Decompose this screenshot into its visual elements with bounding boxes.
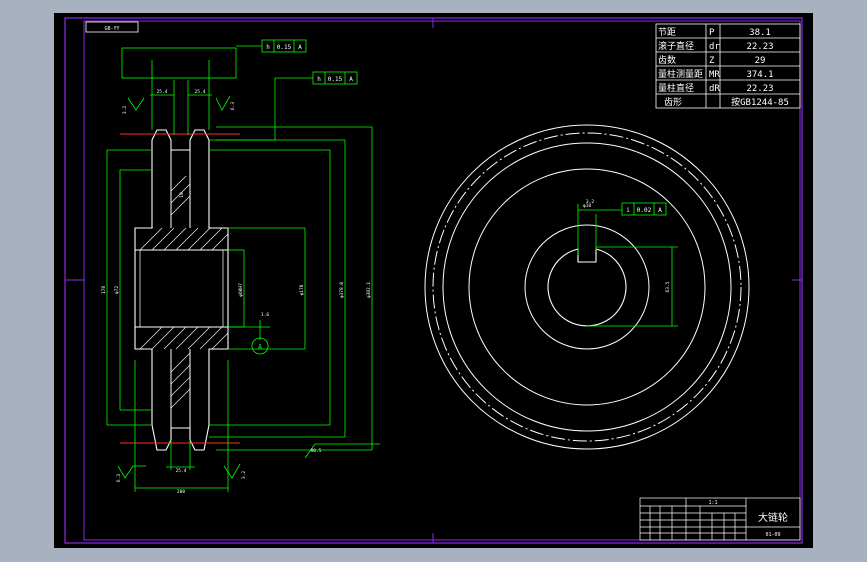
datum-circle <box>251 337 269 355</box>
tol-datum: A <box>658 207 662 214</box>
tol-symbol: i <box>626 207 630 214</box>
param-val: 374.1 <box>746 70 773 80</box>
rim-circle <box>468 168 706 406</box>
param-name: 量柱直径 <box>658 82 694 94</box>
datum-label: A <box>258 343 263 351</box>
scale-code: 1:1 <box>708 500 717 506</box>
dim-bottom-gap: 25.4 <box>176 468 187 474</box>
param-val: 29 <box>755 56 766 66</box>
roughness: 6.3 <box>230 102 236 110</box>
outer-circle <box>424 124 750 450</box>
drawing-title: 大链轮 <box>758 511 788 524</box>
dim-pitch: φ378.0 <box>339 282 345 299</box>
dim-top-left: 25.4 <box>157 89 168 95</box>
param-name: 节距 <box>658 27 676 38</box>
dim-170: φ170 <box>299 284 305 295</box>
cad-drawing: GB-YY 节距 P 38.1 滚子直径 dr 22.23 齿数 Z 29 量柱… <box>64 17 803 544</box>
param-name: 滚子直径 <box>658 40 694 52</box>
param-sym: Z <box>709 56 715 66</box>
dim-bottom-width: 200 <box>177 489 185 495</box>
dim-top-right: 25.4 <box>195 89 206 95</box>
dim-keyway-depth: 63.5 <box>665 281 671 292</box>
param-val: 22.23 <box>746 84 773 94</box>
dim-bore: φ60H7 <box>238 283 244 297</box>
dim-hub-inner: φ72 <box>114 286 120 294</box>
sheet-code: 01-09 <box>765 532 780 538</box>
tol-frame-2: h 0.15 A <box>312 71 358 85</box>
roughness: 3.2 <box>241 471 247 479</box>
root-circle <box>442 142 732 432</box>
section-dim-text: 25.4 25.4 25.4 200 178 φ72 φ60H7 φ170 φ3… <box>101 89 372 495</box>
tol-datum: A <box>298 44 302 51</box>
section-view <box>120 129 240 451</box>
param-sym: dr <box>709 42 720 52</box>
pitch-circle <box>432 132 742 442</box>
param-val: 22.23 <box>746 42 773 52</box>
section-outline <box>134 129 229 451</box>
param-sym: MR <box>709 70 720 80</box>
param-sym: dR <box>709 84 720 94</box>
param-val: 38.1 <box>749 28 771 38</box>
tol-datum: A <box>349 76 353 83</box>
tol-symbol: h <box>317 76 321 83</box>
roughness: 3.2 <box>122 106 128 114</box>
front-dim-text: φ18 63.5 3.2 <box>583 199 671 292</box>
front-view <box>424 124 750 450</box>
param-sym: P <box>709 28 715 38</box>
section-dims <box>106 45 380 492</box>
tol-value: 0.02 <box>637 207 652 214</box>
param-val: 按GB1244-85 <box>731 96 789 108</box>
roughness: 3.2 <box>586 199 594 205</box>
param-table-text: 节距 P 38.1 滚子直径 dr 22.23 齿数 Z 29 量柱测量距 MR… <box>658 27 789 108</box>
sheet-frame-inner <box>83 20 801 541</box>
dim-small: 18 <box>179 192 185 198</box>
title-block <box>639 497 801 541</box>
hatch-lower <box>139 326 229 409</box>
dim-outer: φ382.1 <box>366 282 372 299</box>
roughness: 6.3 <box>116 474 122 482</box>
bore-with-keyway <box>547 248 627 327</box>
tol-symbol: h <box>266 44 270 51</box>
leader-note: R0.5 <box>311 448 322 454</box>
tol-value: 0.15 <box>328 76 343 83</box>
tol-frame-1: h 0.15 A <box>261 39 307 53</box>
param-name: 量柱测量距 <box>658 68 703 80</box>
dim-hub-length: 178 <box>101 286 107 294</box>
corner-tag: GB-YY <box>104 26 119 32</box>
hub-circle <box>524 224 650 350</box>
param-table <box>655 23 801 109</box>
tol-value: 0.15 <box>277 44 292 51</box>
tol-frame-3: i 0.02 A <box>621 202 667 216</box>
param-name: 齿数 <box>658 54 676 66</box>
front-dims <box>577 204 678 327</box>
param-name: 齿形 <box>664 96 682 108</box>
roughness: 1.6 <box>261 312 269 318</box>
cad-viewport[interactable]: GB-YY 节距 P 38.1 滚子直径 dr 22.23 齿数 Z 29 量柱… <box>54 13 813 548</box>
corner-tag-box <box>85 21 139 33</box>
hatch-upper <box>139 175 229 251</box>
dim-keyway: φ18 <box>583 203 591 209</box>
